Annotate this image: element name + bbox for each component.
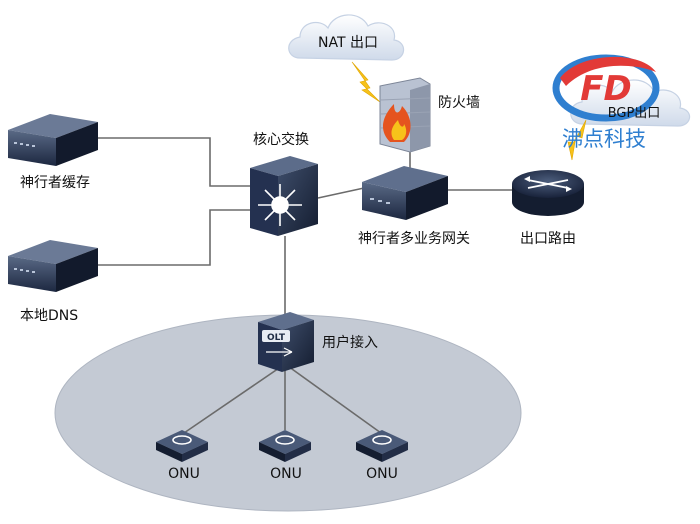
- core-switch-label: 核心交换: [253, 131, 309, 148]
- nat-cloud: NAT 出口: [288, 14, 405, 61]
- cache-server-icon: 神行者缓存: [8, 114, 98, 191]
- onu-device-2: ONU: [259, 430, 311, 482]
- bgp-lightning-icon: [567, 119, 587, 161]
- gateway-icon: 神行者多业务网关: [358, 166, 470, 247]
- link-core-gateway: [317, 187, 365, 199]
- gateway-label: 神行者多业务网关: [358, 230, 470, 247]
- onu-3-label: ONU: [366, 466, 398, 482]
- onu-device-1: ONU: [156, 430, 208, 482]
- onu-device-3: ONU: [356, 430, 408, 482]
- onu-1-label: ONU: [168, 466, 200, 482]
- logo-text: 沸点科技: [562, 127, 646, 151]
- exit-router-icon: 出口路由: [512, 170, 584, 247]
- olt-icon: OLT 用户接入: [258, 312, 378, 372]
- company-logo: FD BGP出口 沸点科技: [552, 54, 661, 151]
- switch-arrows-icon: [258, 184, 302, 226]
- firewall-icon: 防火墙: [379, 77, 480, 153]
- nat-exit-label: NAT 出口: [318, 35, 378, 51]
- cache-label: 神行者缓存: [20, 175, 90, 191]
- logo-mark: FD: [580, 69, 631, 109]
- link-olt-onu1: [183, 363, 286, 434]
- dns-label: 本地DNS: [20, 308, 78, 324]
- link-olt-onu3: [284, 363, 382, 434]
- firewall-label: 防火墙: [438, 95, 480, 111]
- user-access-label: 用户接入: [322, 334, 378, 351]
- link-cache-core: [98, 137, 250, 187]
- onu-2-label: ONU: [270, 466, 302, 482]
- core-switch-icon: 核心交换: [250, 131, 318, 236]
- exit-router-label: 出口路由: [520, 231, 576, 247]
- connection-lines: [98, 137, 518, 434]
- bgp-exit-label: BGP出口: [608, 106, 661, 121]
- dns-server-icon: 本地DNS: [8, 240, 98, 324]
- lightning-bolt-icon: [351, 61, 381, 103]
- olt-text: OLT: [267, 333, 286, 343]
- link-dns-core: [98, 209, 250, 266]
- logo-red-swoosh: [560, 56, 656, 86]
